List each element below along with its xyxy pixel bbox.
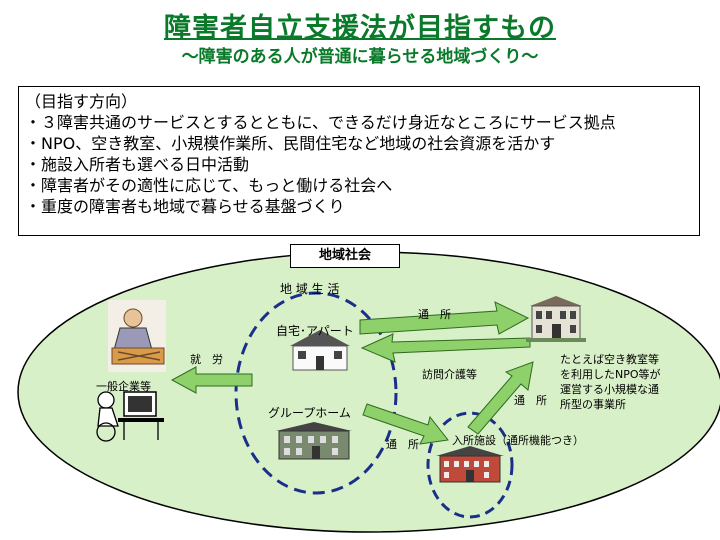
day-center-icon (526, 296, 586, 342)
page-subtitle: ～障害のある人が普通に暮らせる地域づくり～ (181, 47, 539, 67)
commute-arrow (359, 301, 530, 335)
home-visit-arrow (360, 333, 531, 363)
home-label: 自宅･アパート (276, 324, 354, 338)
commute-label: 通 所 (386, 438, 419, 451)
worker-icon (108, 300, 166, 372)
group-home-icon (276, 422, 352, 460)
goal-item: ・重度の障害者も地域で暮らせる基盤づくり (25, 197, 345, 216)
facility-circle (426, 411, 514, 519)
employment-label: 就 労 (190, 353, 223, 366)
group-home-label: グループホーム (268, 406, 351, 420)
home-visit-label: 訪問介護等 (422, 368, 477, 381)
page-title: 障害者自立支援法が目指すもの (164, 13, 556, 44)
company-label: 一般企業等 (96, 380, 151, 393)
house-icon (290, 330, 350, 371)
goal-item: ・NPO、空き教室、小規模作業所、民間住宅など地域の社会資源を活かす (25, 134, 556, 153)
goal-item: ・障害者がその適性に応じて、もっと働ける社会へ (25, 176, 393, 195)
facility-commute-arrow (362, 403, 449, 445)
goal-item: ・３障害共通のサービスとするとともに、できるだけ身近なところにサービス拠点 (25, 113, 616, 132)
community-life-label: 地 域 生 活 (280, 282, 340, 296)
npo-note-line: 所型の事業所 (560, 398, 626, 411)
commute-label: 通 所 (514, 394, 547, 407)
residential-facility-icon (436, 446, 504, 483)
facility-label: 入所施設（通所機能つき） (452, 434, 584, 447)
community-label: 地域社会 (290, 244, 400, 268)
goals-heading: （目指す方向） (25, 92, 138, 111)
goal-item: ・施設入所者も選べる日中活動 (25, 155, 250, 174)
facility-to-daycenter-arrow (467, 361, 534, 435)
npo-note-line: 運営する小規模な通 (560, 383, 659, 396)
employment-arrow (170, 366, 253, 394)
commute-label: 通 所 (418, 308, 451, 321)
npo-note-line: たとえば空き教室等 (560, 353, 659, 366)
goals-box: （目指す方向） ・３障害共通のサービスとするとともに、できるだけ身近なところにサ… (18, 86, 700, 236)
computer-user-icon (96, 391, 164, 442)
npo-note-line: を利用したNPO等が (560, 368, 661, 381)
community-life-circle (234, 291, 398, 495)
npo-note: たとえば空き教室等 を利用したNPO等が 運営する小規模な通 所型の事業所 (560, 352, 661, 412)
